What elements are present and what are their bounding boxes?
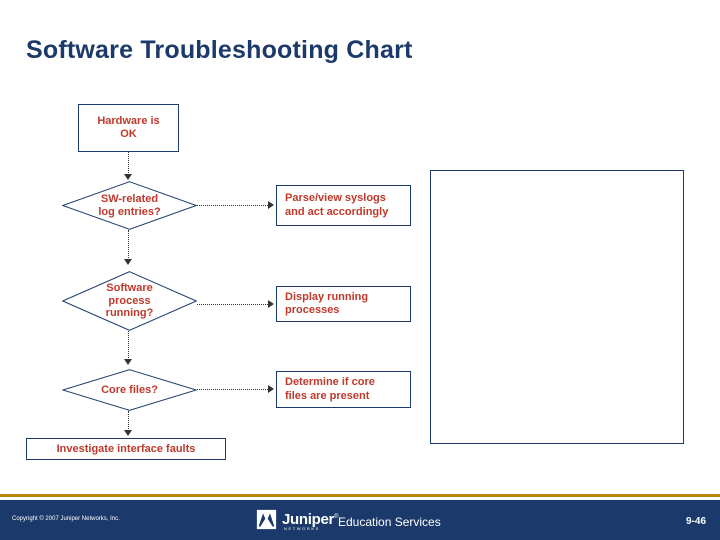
education-services-text: Education Services	[338, 515, 441, 529]
juniper-networks-subtext: NETWORKS	[284, 526, 320, 531]
arrow-process-to-core-icon	[124, 359, 132, 365]
connector-core-to-investigate	[128, 411, 129, 431]
node-display-processes: Display running processes	[276, 286, 411, 322]
diamond-shape-icon	[62, 369, 197, 411]
node-core-files-label: Core files?	[101, 383, 158, 396]
footer-divider	[0, 494, 720, 497]
node-sw-related-logs: SW-related log entries?	[62, 181, 197, 230]
connector-sw-to-process	[128, 230, 129, 260]
node-hardware-ok-label: Hardware is OK	[97, 115, 160, 140]
arrow-core-to-determine-icon	[268, 385, 274, 393]
node-software-process-running-label: Software process running?	[105, 282, 154, 320]
node-parse-syslogs-label: Parse/view syslogs and act accordingly	[285, 192, 389, 218]
diamond-shape-icon	[62, 181, 197, 230]
juniper-wordmark-text: Juniper	[282, 511, 335, 528]
connector-sw-to-syslogs	[197, 205, 268, 206]
arrow-sw-to-process-icon	[124, 259, 132, 265]
arrow-hardware-to-sw-icon	[124, 174, 132, 180]
copyright-text: Copyright © 2007 Juniper Networks, Inc.	[12, 516, 120, 522]
footer-bar	[0, 500, 720, 540]
juniper-logo-icon	[256, 509, 277, 530]
arrow-core-to-investigate-icon	[124, 430, 132, 436]
empty-content-panel	[430, 170, 684, 444]
connector-core-to-determine	[197, 389, 268, 390]
arrow-sw-to-syslogs-icon	[268, 201, 274, 209]
juniper-logo: Juniper® NETWORKS	[256, 509, 339, 531]
node-parse-syslogs: Parse/view syslogs and act accordingly	[276, 185, 411, 226]
node-determine-core-files-label: Determine if core files are present	[285, 376, 375, 402]
node-core-files: Core files?	[62, 369, 197, 411]
page-number: 9-46	[685, 516, 706, 527]
juniper-wordmark: Juniper® NETWORKS	[282, 511, 339, 531]
node-software-process-running: Software process running?	[62, 271, 197, 331]
node-hardware-ok: Hardware is OK	[78, 104, 179, 152]
node-investigate-interface-faults-label: Investigate interface faults	[56, 442, 196, 455]
connector-process-to-display	[197, 304, 268, 305]
connector-process-to-core	[128, 331, 129, 360]
diamond-shape-icon	[62, 271, 197, 331]
node-investigate-interface-faults: Investigate interface faults	[26, 438, 226, 460]
node-sw-related-logs-label: SW-related log entries?	[98, 192, 161, 218]
juniper-trademark: ®	[334, 514, 339, 520]
node-display-processes-label: Display running processes	[285, 290, 369, 316]
arrow-process-to-display-icon	[268, 300, 274, 308]
connector-hardware-to-sw	[128, 152, 129, 175]
node-determine-core-files: Determine if core files are present	[276, 371, 411, 408]
page-title: Software Troubleshooting Chart	[26, 36, 413, 64]
